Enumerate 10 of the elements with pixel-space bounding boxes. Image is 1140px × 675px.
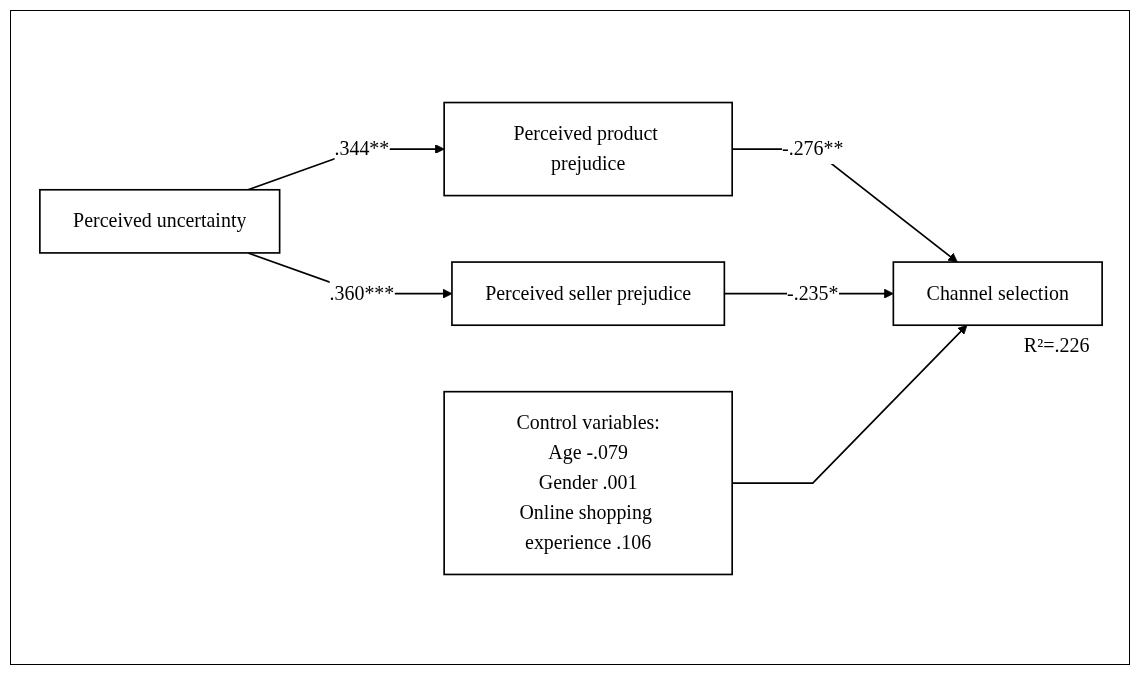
node-box: Control variables: Age -.079 Gender .001 Online shopping experience .106 (443, 390, 733, 576)
node-box: Channel selection (892, 261, 1103, 327)
beside-text: R²=.226 (1023, 334, 1090, 358)
node-box: Perceived product prejudice (443, 101, 733, 197)
edge-label: .360*** (329, 282, 395, 305)
edge-label: -.235* (787, 282, 839, 305)
edge-label: -.276** (782, 137, 844, 160)
node-box: Perceived seller prejudice (451, 261, 726, 327)
node-box: Perceived uncertainty (39, 188, 281, 254)
edge-label: .344** (334, 137, 390, 160)
